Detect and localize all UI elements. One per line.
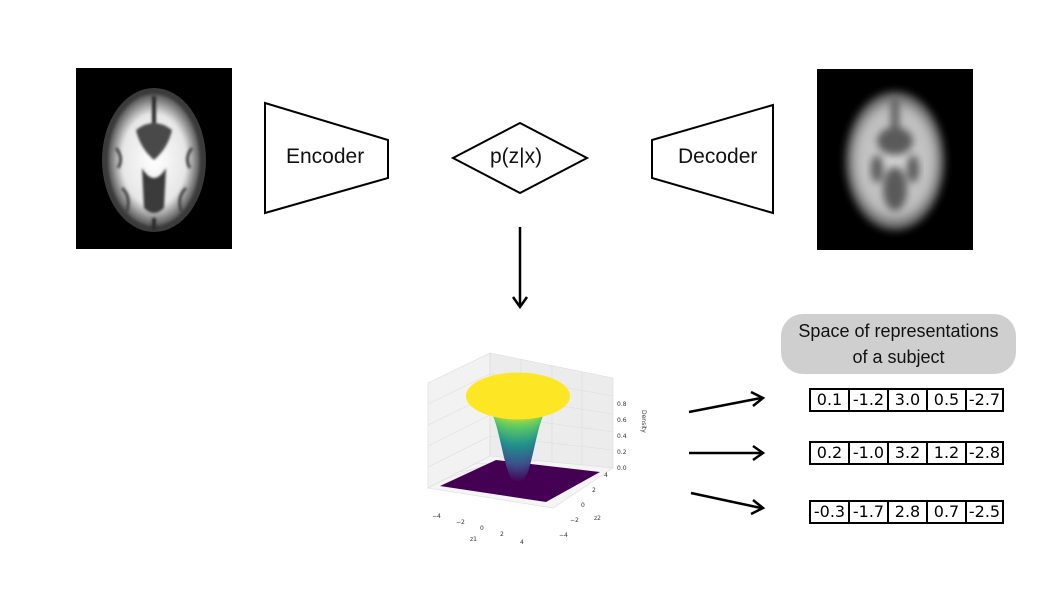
- vector-arrows: [688, 390, 766, 516]
- y-tick: −2: [570, 517, 579, 524]
- y-tick: 4: [604, 472, 608, 479]
- surface-peak: [465, 372, 571, 482]
- vector-cell: 1.2: [926, 441, 967, 465]
- vector-cell: 0.1: [809, 388, 850, 412]
- vector-cell: 0.2: [809, 441, 850, 465]
- representation-vector-2: 0.2 -1.0 3.2 1.2 -2.8: [809, 441, 1004, 465]
- representation-vector-1: 0.1 -1.2 3.0 0.5 -2.7: [809, 388, 1004, 412]
- representation-space-line1: Space of representations: [798, 321, 999, 341]
- y-axis-label: z2: [594, 515, 601, 522]
- z-axis-label: Density: [640, 410, 647, 433]
- density-surface-plot: −4 −2 0 2 4 z1 −4 −2 0 2 4 z2 0.0 0.2 0.…: [427, 352, 647, 546]
- x-tick: 4: [520, 539, 524, 546]
- z-tick: 0.4: [617, 433, 627, 440]
- arrow-1: [688, 396, 762, 414]
- posterior-label: p(z|x): [490, 145, 543, 168]
- x-tick: 2: [500, 531, 504, 538]
- arrow-3: [690, 491, 762, 510]
- y-axis-ticks: −4 −2 0 2 4 z2: [559, 472, 608, 539]
- x-axis-ticks: −4 −2 0 2 4 z1: [432, 513, 524, 546]
- down-arrow: [511, 227, 529, 310]
- x-tick: −4: [432, 513, 441, 520]
- representation-space-label: Space of representations of a subject: [781, 314, 1016, 374]
- surface-layer: [465, 372, 571, 420]
- z-axis-ticks: 0.0 0.2 0.4 0.6 0.8 Density: [617, 401, 647, 472]
- vector-cell: -2.8: [965, 441, 1004, 465]
- vector-cell: 3.2: [887, 441, 928, 465]
- y-tick: 0: [581, 502, 585, 509]
- x-tick: 0: [480, 525, 484, 532]
- input-brain-scan: [76, 68, 232, 249]
- vector-cell: -1.2: [848, 388, 889, 412]
- vector-cell: -2.7: [965, 388, 1004, 412]
- vector-cell: 0.7: [926, 500, 967, 524]
- z-tick: 0.6: [617, 417, 627, 424]
- y-tick: −4: [559, 532, 568, 539]
- representation-space-line2: of a subject: [852, 347, 945, 367]
- z-tick: 0.0: [617, 465, 627, 472]
- x-axis-label: z1: [470, 536, 477, 543]
- vector-cell: -2.5: [965, 500, 1004, 524]
- decoder-block: [651, 103, 774, 215]
- vector-cell: -1.0: [848, 441, 889, 465]
- vector-cell: 2.8: [887, 500, 928, 524]
- reconstructed-brain-scan: [817, 69, 973, 250]
- vector-cell: 0.5: [926, 388, 967, 412]
- posterior-diamond: [450, 121, 590, 195]
- vector-cell: -1.7: [848, 500, 889, 524]
- decoder-label: Decoder: [678, 145, 758, 168]
- vector-cell: -0.3: [809, 500, 850, 524]
- z-tick: 0.2: [617, 449, 627, 456]
- encoder-block: [264, 101, 389, 215]
- encoder-label: Encoder: [286, 145, 365, 168]
- x-tick: −2: [456, 519, 465, 526]
- representation-vector-3: -0.3 -1.7 2.8 0.7 -2.5: [809, 500, 1004, 524]
- vector-cell: 3.0: [887, 388, 928, 412]
- y-tick: 2: [592, 487, 596, 494]
- z-tick: 0.8: [617, 401, 627, 408]
